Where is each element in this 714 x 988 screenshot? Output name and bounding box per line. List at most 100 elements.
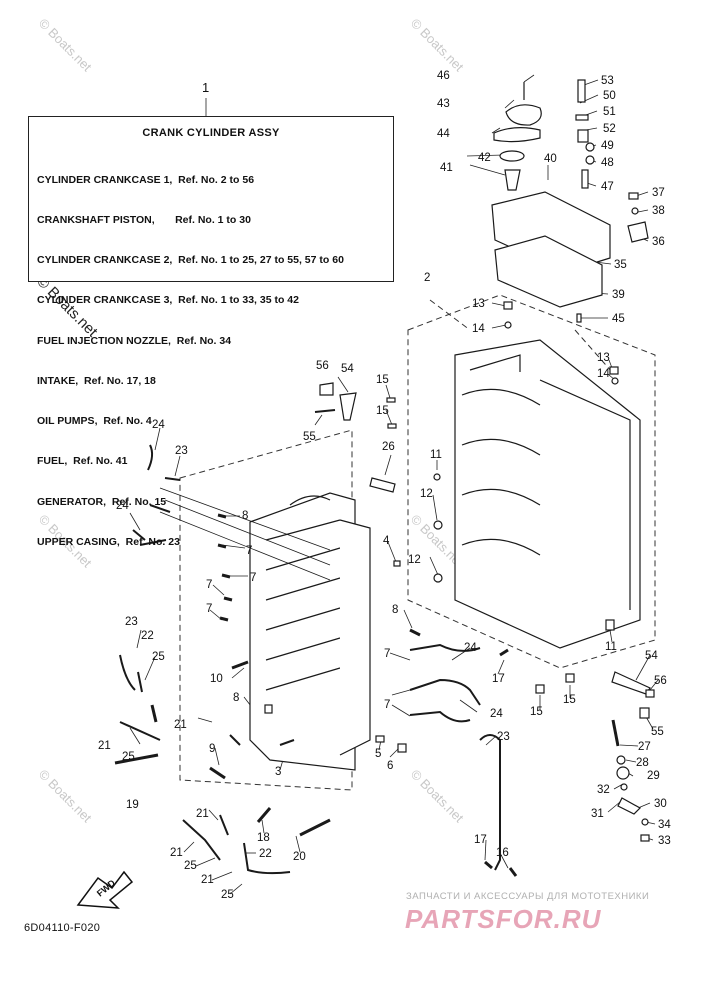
callout: 15 (530, 706, 543, 718)
legend-line: GENERATOR, Ref. No. 15 (37, 495, 167, 508)
callout: 54 (645, 650, 658, 662)
watermark: © Boats.net (36, 767, 95, 826)
watermark: © Boats.net (408, 767, 467, 826)
callout: 25 (152, 651, 165, 663)
callout: 18 (257, 832, 270, 844)
callout: 11 (605, 641, 617, 653)
callout: 31 (591, 808, 604, 820)
legend-lines: CYLINDER CRANKCASE 1, Ref. No. 2 to 56 C… (37, 147, 344, 576)
callout: 24 (152, 419, 165, 431)
assembly-legend-box: CRANK CYLINDER ASSY CYLINDER CRANKCASE 1… (28, 116, 394, 548)
callout: 35 (614, 259, 627, 271)
callout: 53 (601, 75, 614, 87)
legend-line: FUEL INJECTION NOZZLE, Ref. No. 34 (37, 334, 232, 347)
callout: 13 (472, 298, 485, 310)
callout: 21 (170, 847, 183, 859)
callout: 11 (430, 449, 442, 461)
legend-line: CYLINDER CRANKCASE 2, Ref. No. 1 to 25, … (37, 254, 344, 267)
callout-labels: 1 46 4 3 44 42 41 40 53 50 51 52 49 48 47… (98, 70, 671, 901)
legend-line: FUEL, Ref. No. 41 (37, 455, 128, 468)
callout: 7 (384, 699, 390, 711)
callout: 15 (376, 374, 389, 386)
callout: 44 (437, 128, 450, 140)
callout: 47 (601, 181, 614, 193)
callout: 41 (440, 162, 453, 174)
callout: 45 (612, 313, 625, 325)
callout: 8 (233, 692, 239, 704)
callout: 26 (382, 441, 395, 453)
callout: 23 (497, 731, 510, 743)
callout: 32 (597, 784, 610, 796)
callout: 56 (654, 675, 667, 687)
callout: 7 (250, 572, 256, 584)
callout: 7 (206, 579, 212, 591)
callout: 55 (303, 431, 316, 443)
callout: 22 (259, 848, 272, 860)
callout: 19 (126, 799, 139, 811)
legend-line: CYLINDER CRANKCASE 1, Ref. No. 2 to 56 (37, 173, 255, 186)
callout: 49 (601, 140, 614, 152)
callout: 46 (437, 70, 450, 82)
callout: 3 (275, 766, 281, 778)
callout: 6 (387, 760, 393, 772)
callout: 17 (474, 834, 487, 846)
callout: 51 (603, 106, 616, 118)
callout: 17 (492, 673, 505, 685)
callout: 21 (196, 808, 209, 820)
callout: 8 (242, 510, 248, 522)
callout: 13 (597, 352, 610, 364)
callout: 4 (383, 535, 390, 547)
callout: 40 (544, 153, 557, 165)
callout: 42 (478, 152, 491, 164)
callout: 16 (496, 847, 509, 859)
callout: 27 (638, 741, 651, 753)
legend-line: OIL PUMPS, Ref. No. 4 (37, 415, 152, 428)
callout: 8 (392, 604, 398, 616)
callout: 7 (246, 545, 252, 557)
diagram-part-code: 6D04110-F020 (24, 922, 101, 934)
callout: 28 (636, 757, 649, 769)
callout: 33 (658, 835, 671, 847)
callout: 14 (472, 323, 485, 335)
callout: 37 (652, 187, 665, 199)
callout: 2 (424, 272, 430, 284)
callout: 12 (420, 488, 433, 500)
callout: 50 (603, 90, 616, 102)
legend-line: INTAKE, Ref. No. 17, 18 (37, 374, 156, 387)
shop-subtitle: ЗАПЧАСТИ И АКСЕССУАРЫ ДЛЯ МОТОТЕХНИКИ (406, 891, 650, 902)
watermark: © Boats.net (36, 16, 95, 75)
callout: 23 (175, 445, 188, 457)
callout: 25 (122, 751, 135, 763)
callout: 7 (206, 603, 212, 615)
fwd-arrow: FWD (76, 870, 134, 909)
legend-ref-number: 1 (202, 80, 209, 95)
callout: 10 (210, 673, 223, 685)
callout: 9 (209, 743, 215, 755)
callout: 25 (221, 889, 234, 901)
callout: 36 (652, 236, 665, 248)
legend-line: CYLINDER CRANKCASE 3, Ref. No. 1 to 33, … (37, 294, 299, 307)
callout: 52 (603, 123, 616, 135)
callout: 24 (464, 642, 477, 654)
callout: 15 (376, 405, 389, 417)
watermark: © Boats.net (408, 16, 467, 75)
legend-title: CRANK CYLINDER ASSY (142, 127, 280, 139)
callout: 7 (384, 648, 390, 660)
callout: 12 (408, 554, 421, 566)
callout: 38 (652, 205, 665, 217)
callout: 29 (647, 770, 660, 782)
callout: 22 (141, 630, 154, 642)
callout: 21 (201, 874, 214, 886)
callout: 21 (98, 740, 111, 752)
dashed-guides (179, 294, 656, 791)
callout: 48 (601, 157, 614, 169)
callout: 14 (597, 368, 610, 380)
callout: 34 (658, 819, 671, 831)
callout: 20 (293, 851, 306, 863)
legend-line: UPPER CASING, Ref. No. 23 (37, 535, 180, 548)
callout: 21 (174, 719, 187, 731)
callout: 25 (184, 860, 197, 872)
legend-line: CRANKSHAFT PISTON, Ref. No. 1 to 30 (37, 214, 251, 227)
callout: 56 (316, 360, 329, 372)
callout: 15 (563, 694, 576, 706)
